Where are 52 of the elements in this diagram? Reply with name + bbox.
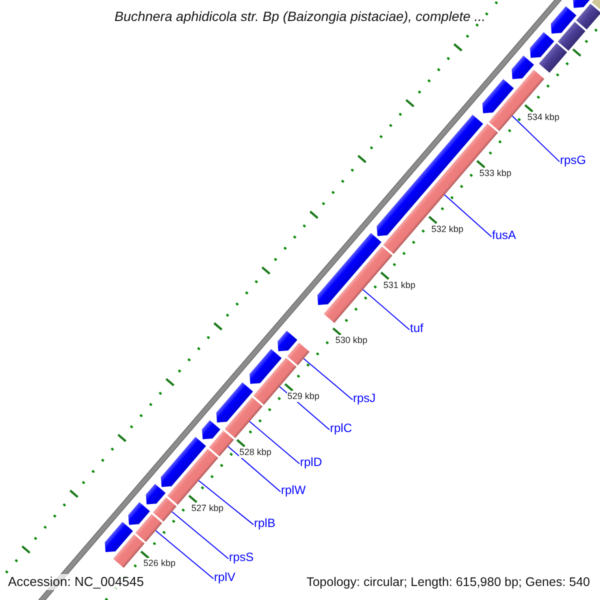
gene-bar (113, 534, 145, 568)
gene-label: fusA (492, 228, 516, 242)
forward-gene-block (250, 348, 282, 384)
forward-gene-block (512, 56, 534, 80)
scale-label: 533 kbp (479, 168, 512, 179)
forward-gene-block (202, 420, 220, 440)
leader-line (228, 446, 281, 492)
forward-gene-block (128, 502, 150, 525)
scale-label: 534 kbp (527, 112, 560, 124)
scale-label: 529 kbp (287, 391, 320, 402)
gene-label: rplD (300, 455, 322, 469)
forward-gene-block (216, 382, 253, 423)
scale-label: 526 kbp (143, 558, 176, 570)
leader-line (198, 480, 254, 526)
leader-line (444, 194, 492, 238)
forward-gene-block (278, 330, 298, 352)
gene-label: tuf (410, 321, 424, 335)
forward-gene-block (160, 436, 206, 487)
gene-label: rpsJ (353, 391, 376, 405)
scale-label: 530 kbp (335, 335, 368, 346)
scale-label: 528 kbp (239, 446, 272, 458)
forward-gene-block (550, 6, 576, 34)
gene-bar (208, 430, 234, 456)
forward-gene-block (482, 79, 514, 114)
gene-label: rplB (254, 516, 276, 530)
leader-line (512, 116, 560, 162)
leader-line (249, 421, 300, 464)
gene-bar (152, 497, 177, 522)
gene-bar (135, 514, 162, 542)
leader-line (362, 289, 410, 330)
forward-gene-block (317, 232, 382, 306)
gene-label: rpsS (229, 550, 254, 564)
gene-label: rpsG (560, 153, 586, 167)
forward-gene-block (530, 32, 554, 58)
accession-text: Accession: NC_004545 (8, 574, 144, 590)
forward-gene-block (104, 522, 133, 552)
gene-bar (224, 397, 263, 438)
gene-label: rplV (214, 570, 236, 584)
gene-bar (576, 4, 600, 30)
leader-line (303, 358, 353, 400)
genome-info-text: Topology: circular; Length: 615,980 bp; Genes: 540 (306, 574, 590, 590)
gene-bar (558, 22, 586, 51)
gene-bar (287, 342, 310, 366)
title: Buchnera aphidicola str. Bp (Baizongia pistaciae), complete ... (114, 9, 486, 24)
scale-label: 531 kbp (383, 280, 416, 290)
gene-bar (592, 0, 600, 12)
gene-label: rplW (281, 483, 306, 497)
leader-line (155, 530, 214, 580)
scale-label: 532 kbp (431, 224, 464, 235)
scale-label: 527 kbp (191, 502, 224, 514)
gene-label: rplC (330, 421, 352, 435)
leader-line (172, 511, 229, 560)
